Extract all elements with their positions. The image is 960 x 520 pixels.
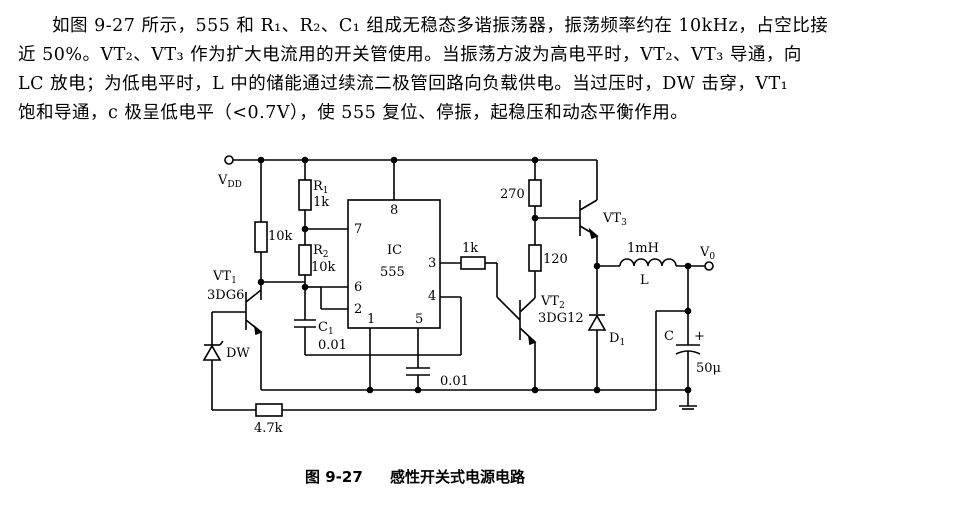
vt2-type: 3DG12 [538, 311, 584, 326]
pin2-label: 2 [354, 302, 362, 317]
vt3-transistor [579, 199, 599, 266]
r-out-label: 1k [462, 241, 478, 256]
r-10k-label: 10k [268, 229, 293, 244]
pin8-label: 8 [390, 203, 398, 218]
r-1k-output [460, 256, 521, 321]
figure-caption: 图 9-27 感性开关式电源电路 [305, 466, 547, 487]
paragraph-line-1: 如图 9-27 所示，555 和 R₁、R₂、C₁ 组成无稳态多谐振荡器，振荡频… [52, 16, 829, 36]
pin1-label: 1 [367, 312, 375, 327]
r270-label: 270 [500, 187, 525, 202]
c-pin5-value: 0.01 [440, 374, 469, 389]
pin7-label: 7 [354, 222, 362, 237]
l-label: L [640, 273, 649, 288]
vo-label: V0 [699, 245, 715, 262]
vdd-label: VDD [217, 173, 242, 190]
description-paragraph: 如图 9-27 所示，555 和 R₁、R₂、C₁ 组成无稳态多谐振荡器，振荡频… [18, 12, 948, 128]
r2-value: 10k [311, 260, 336, 275]
ic-555 [347, 160, 462, 390]
vt1-label: VT1 [212, 269, 237, 286]
pin3-label: 3 [428, 256, 436, 271]
pin4-label: 4 [428, 289, 436, 304]
vt2-label: VT2 [540, 294, 565, 311]
paragraph-line-3: LC 放电；为低电平时，L 中的储能通过续流二极管回路向负载供电。当过压时，DW… [18, 74, 789, 94]
r-feedback-label: 4.7k [254, 421, 283, 436]
vt1-transistor [212, 289, 263, 390]
inductor-l [593, 258, 714, 271]
ic-type: 555 [380, 265, 405, 280]
pin6-pin2-wiring [301, 283, 348, 310]
vt3-label: VT3 [602, 211, 627, 228]
zener-dw [202, 307, 692, 417]
output-capacitor [675, 266, 701, 410]
c-value: 50μ [696, 361, 721, 376]
vt2-transistor [519, 297, 537, 390]
c1-label: C1 [318, 320, 334, 337]
figure-number: 图 9-27 [305, 468, 363, 486]
ground-rail [261, 386, 692, 394]
c1-value: 0.01 [318, 338, 347, 353]
r-10k-branch [254, 160, 305, 300]
r1-r2-chain [294, 160, 461, 356]
r-270-120-chain [528, 160, 580, 298]
r1-label: R1 [313, 179, 329, 196]
paragraph-line-2: 近 50%。VT₂、VT₃ 作为扩大电流用的开关管使用。当振荡方波为高电平时，V… [18, 45, 802, 65]
d1-label: D1 [609, 331, 625, 348]
l-value: 1mH [627, 241, 659, 256]
r1-value: 1k [313, 195, 329, 210]
dw-label: DW [226, 346, 250, 361]
figure-title: 感性开关式电源电路 [390, 468, 526, 486]
c-label: C [664, 329, 674, 344]
c-plus-sign: + [694, 329, 705, 344]
pin5-label: 5 [415, 312, 423, 327]
r2-label: R2 [313, 243, 329, 260]
r120-label: 120 [543, 252, 568, 267]
pin6-label: 6 [354, 280, 362, 295]
vt1-type: 3DG6 [207, 288, 244, 303]
diode-d1 [587, 266, 607, 390]
ic-name: IC [387, 243, 402, 258]
paragraph-line-4: 饱和导通，c 极呈低电平（<0.7V），使 555 复位、停振，起稳压和动态平衡… [18, 103, 689, 123]
